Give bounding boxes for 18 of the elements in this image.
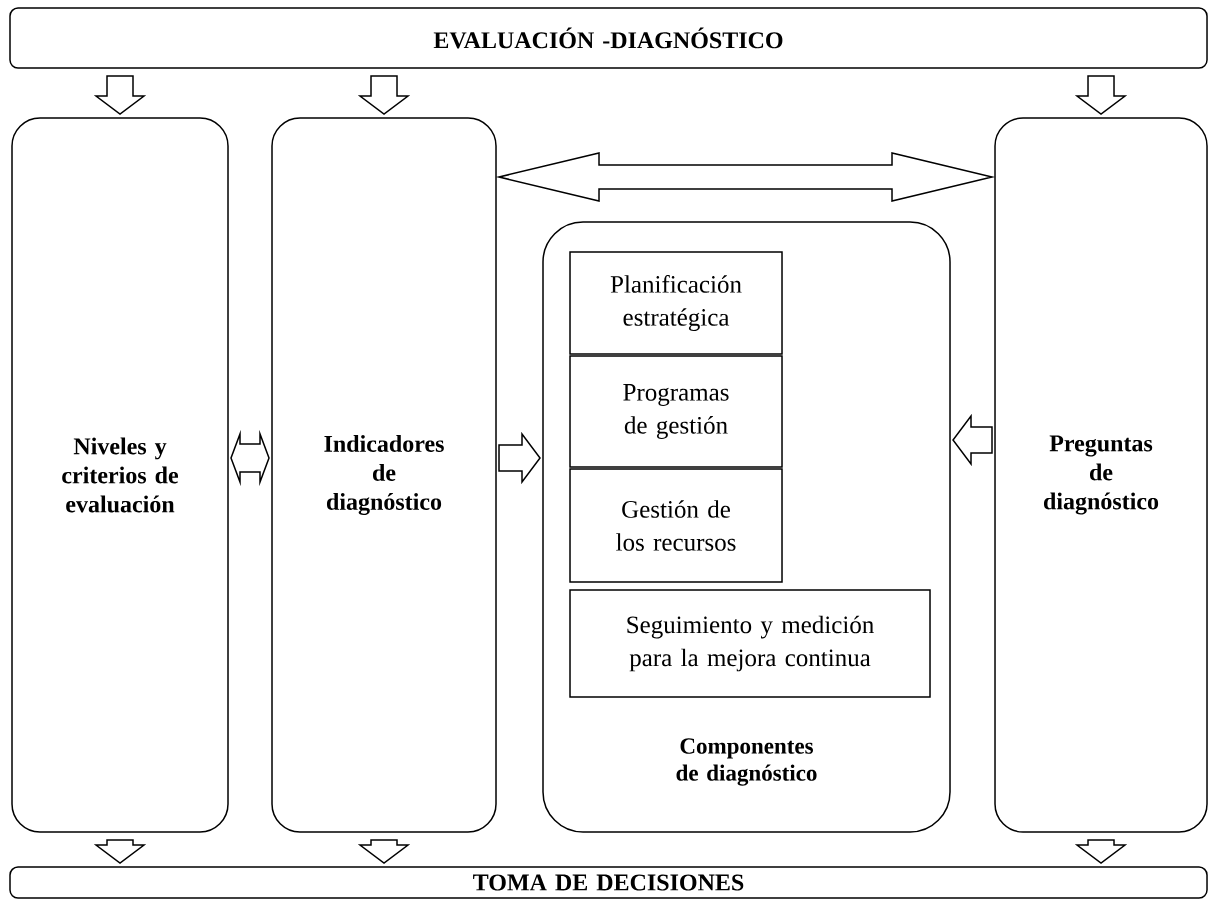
rounded-column: Indicadores de diagnóstico [271, 117, 497, 833]
block-arrow [93, 75, 147, 115]
block-arrow [357, 839, 411, 864]
block-arrow [230, 429, 270, 487]
block-arrow [952, 413, 993, 467]
block-arrow [498, 431, 541, 485]
component-box: Seguimiento y medición para la mejora continua [569, 589, 931, 698]
heading-band: EVALUACIÓN -DIAGNÓSTICO [9, 7, 1208, 69]
block-arrow [93, 839, 147, 864]
component-box: Gestión de los recursos [569, 468, 783, 583]
rounded-column: Niveles y criterios de evaluación [11, 117, 229, 833]
block-arrow [1074, 75, 1128, 115]
heading-band: TOMA DE DECISIONES [9, 866, 1208, 899]
block-arrow [357, 75, 411, 115]
component-box: Programas de gestión [569, 355, 783, 468]
component-box: Planificación estratégica [569, 251, 783, 355]
block-arrow [1074, 839, 1128, 864]
rounded-column: Preguntas de diagnóstico [994, 117, 1208, 833]
